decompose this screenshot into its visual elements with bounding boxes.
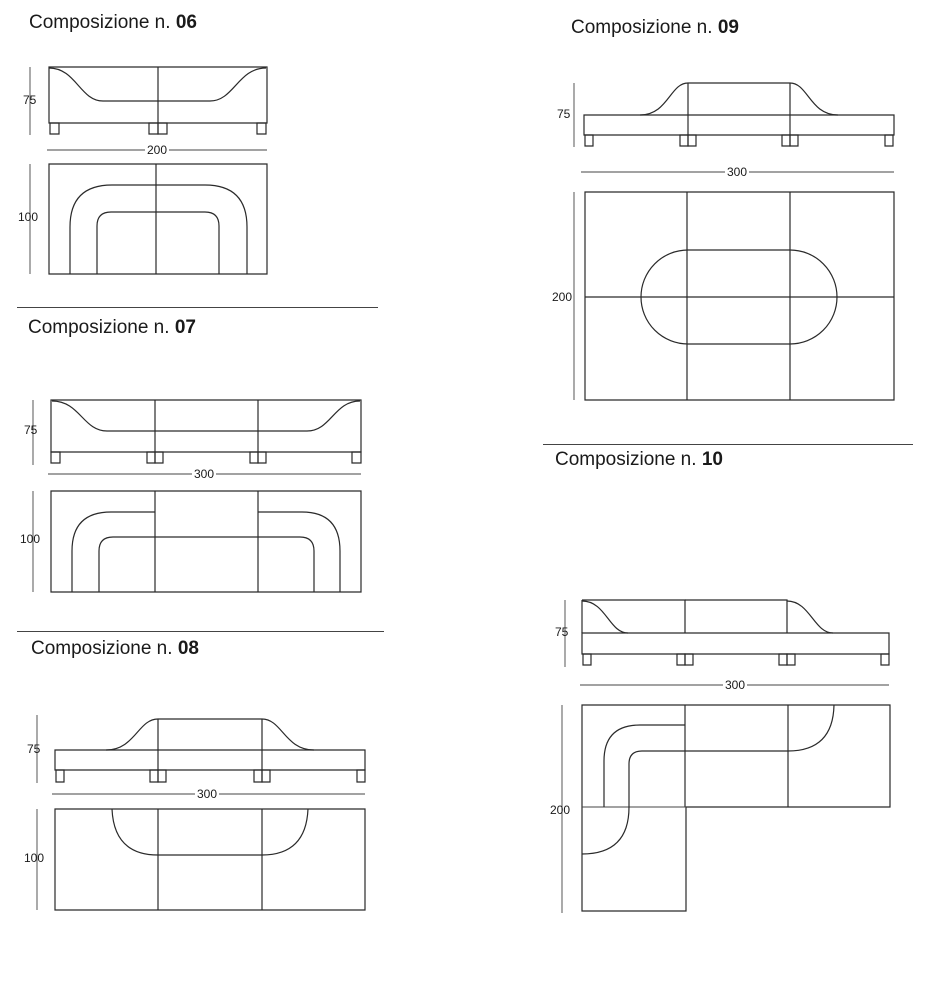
- composition-06-front-view: [30, 67, 267, 150]
- width-dimension-label: 300: [194, 787, 220, 801]
- depth-dimension-label: 200: [550, 803, 571, 817]
- composition-08-title: Composizione n. 08: [31, 638, 199, 660]
- composition-10-front-view: [565, 600, 889, 685]
- height-dimension-label: 75: [555, 625, 569, 639]
- composition-07-title: Composizione n. 07: [28, 317, 196, 339]
- composition-number: 07: [174, 317, 196, 338]
- height-dimension-label: 75: [24, 423, 38, 437]
- composition-06-top-view: [30, 164, 267, 274]
- section-divider: [17, 631, 384, 632]
- title-prefix: Composizione n.: [29, 12, 171, 33]
- title-prefix: Composizione n.: [571, 17, 713, 38]
- composition-number: 09: [717, 17, 739, 38]
- depth-dimension-label: 100: [24, 851, 45, 865]
- height-dimension-label: 75: [23, 93, 37, 107]
- width-dimension-label: 300: [191, 467, 217, 481]
- composition-07-front-view: [33, 400, 361, 474]
- composition-09-title: Composizione n. 09: [571, 17, 739, 39]
- title-prefix: Composizione n.: [28, 317, 170, 338]
- width-dimension-label: 300: [722, 678, 748, 692]
- width-dimension-label: 200: [144, 143, 170, 157]
- title-prefix: Composizione n.: [31, 638, 173, 659]
- composition-number: 10: [701, 449, 723, 470]
- composition-10-title: Composizione n. 10: [555, 449, 723, 471]
- depth-dimension-label: 200: [552, 290, 573, 304]
- height-dimension-label: 75: [27, 742, 41, 756]
- composition-09-front-view: [574, 83, 894, 172]
- composition-07-top-view: [33, 491, 361, 592]
- section-divider: [543, 444, 913, 445]
- title-prefix: Composizione n.: [555, 449, 697, 470]
- composition-08-top-view: [37, 809, 365, 910]
- height-dimension-label: 75: [557, 107, 571, 121]
- composition-08-front-view: [37, 715, 365, 794]
- composition-09-top-view: [574, 192, 894, 400]
- composition-number: 08: [177, 638, 199, 659]
- section-divider: [17, 307, 378, 308]
- depth-dimension-label: 100: [20, 532, 41, 546]
- width-dimension-label: 300: [724, 165, 750, 179]
- composition-10-top-view: [562, 705, 890, 913]
- composition-number: 06: [175, 12, 197, 33]
- depth-dimension-label: 100: [18, 210, 39, 224]
- composition-06-title: Composizione n. 06: [29, 12, 197, 34]
